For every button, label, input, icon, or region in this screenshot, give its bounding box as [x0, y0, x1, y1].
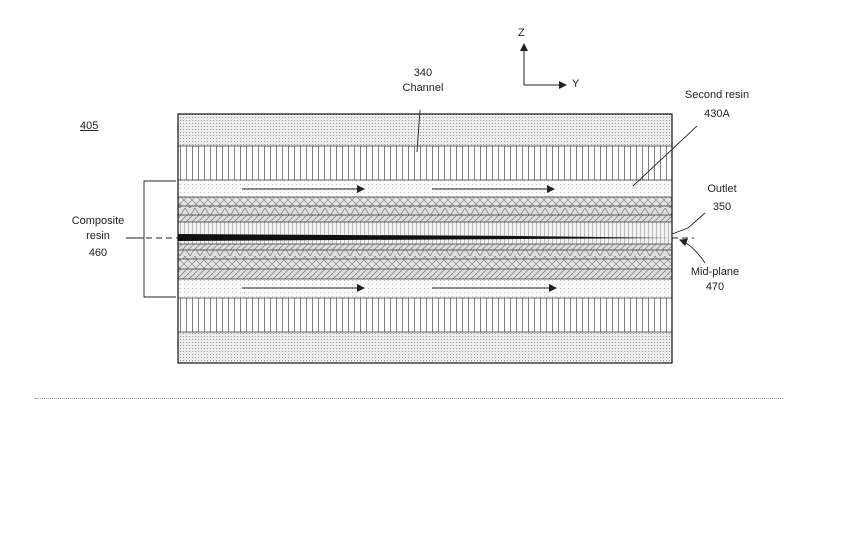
bottom-channel-layer — [178, 298, 672, 332]
top-cover-layer — [178, 114, 672, 146]
composite-line-1: Composite — [58, 214, 138, 229]
z-axis-label: Z — [518, 26, 525, 41]
outlet-label: Outlet 350 — [697, 182, 747, 215]
outlet-name: Outlet — [697, 182, 747, 197]
composite-number: 460 — [58, 246, 138, 261]
composite-bracket — [144, 181, 176, 297]
bottom-fine-layer — [178, 244, 672, 250]
channel-number: 340 — [395, 66, 451, 81]
figure-ref-label: 405 — [80, 119, 98, 134]
second-resin-name: Second resin — [667, 88, 767, 103]
composite-line-2: resin — [58, 229, 138, 244]
bottom-diagonal-layer — [178, 269, 672, 279]
y-axis-label: Y — [572, 77, 579, 92]
page-separator — [35, 398, 783, 399]
bottom-herringbone-layer — [178, 250, 672, 259]
top-herringbone-layer — [178, 206, 672, 215]
midplane-leader — [680, 240, 705, 263]
second-resin-label: Second resin 430A — [667, 88, 767, 122]
midplane-label: Mid-plane 470 — [683, 265, 747, 295]
second-resin-number: 430A — [667, 107, 767, 122]
bottom-crosshatch-layer — [178, 259, 672, 269]
outlet-number: 350 — [697, 200, 747, 215]
top-crosshatch-layer — [178, 197, 672, 206]
top-diagonal-layer — [178, 215, 672, 222]
axis-indicator — [524, 44, 566, 85]
midplane-number: 470 — [683, 280, 747, 295]
composite-resin-label: Composite resin 460 — [58, 214, 138, 261]
outlet-leader — [672, 213, 705, 234]
midplane-name: Mid-plane — [683, 265, 747, 280]
layer-stack — [178, 114, 672, 363]
channel-label: 340 Channel — [395, 66, 451, 96]
top-channel-layer — [178, 146, 672, 180]
bottom-cover-layer — [178, 332, 672, 363]
top-fine-layer — [178, 222, 672, 232]
channel-name: Channel — [395, 81, 451, 96]
